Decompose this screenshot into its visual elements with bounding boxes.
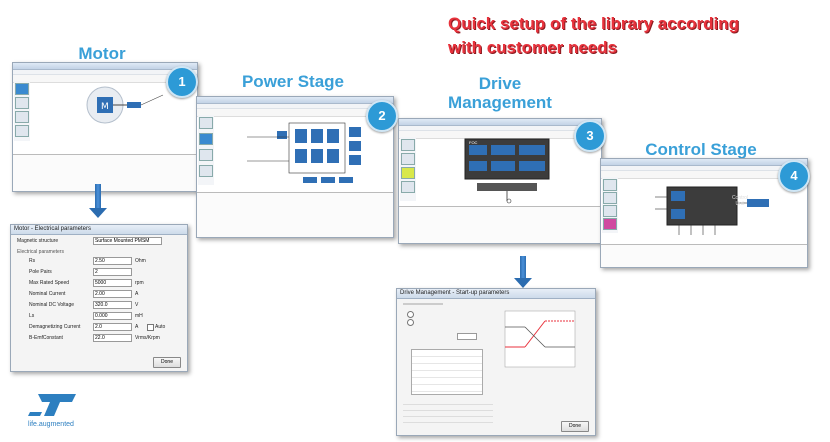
svg-text:M: M (101, 102, 109, 112)
drive-done-button[interactable]: Done (561, 421, 589, 432)
arrow-head-motor (89, 208, 107, 218)
param-label-demag-current: Demagnetizing Current (29, 324, 81, 330)
param-unit-demag-current: A (135, 324, 139, 330)
stage-title-drive-line1: Drive (478, 74, 522, 93)
stage-title-control-stage: Control Stage (645, 140, 757, 159)
stage-title-drive-management: Drive Management (440, 74, 560, 112)
startup-fields-area (403, 303, 483, 395)
power-stage-diagram (247, 122, 361, 183)
param-unit-rs: Ohm (135, 258, 146, 264)
step-badge-3: 3 (574, 120, 606, 152)
param-unit-dc-voltage: V (135, 302, 139, 308)
param-field-nominal-current[interactable]: 2.00 (93, 290, 132, 298)
startup-table[interactable] (411, 349, 483, 395)
control-properties-panel (601, 244, 807, 267)
control-power-icon[interactable] (603, 192, 617, 204)
param-label-pole-pairs: Pole Pairs (29, 269, 52, 275)
param-label-dc-voltage: Nominal DC Voltage (29, 302, 75, 308)
headline-line2: with customer needs (448, 38, 618, 57)
power-drive-icon[interactable] (199, 149, 213, 161)
drive-dialog-title: Drive Management - Start-up parameters (397, 289, 595, 299)
param-unit-max-speed: rpm (135, 280, 144, 286)
motor-diagram: M (86, 86, 164, 124)
control-drive-icon[interactable] (603, 205, 617, 217)
param-field-bemf[interactable]: 22.0 (93, 334, 132, 342)
param-field-pole-pairs[interactable]: 2 (93, 268, 132, 276)
electrical-parameters-label: Electrical parameters (17, 249, 64, 255)
param-label-rs: Rs (29, 258, 36, 264)
power-properties-panel (197, 192, 393, 237)
param-unit-nominal-current: A (135, 291, 139, 297)
drive-diagram (464, 138, 550, 204)
control-diagram (655, 186, 769, 235)
motor-side-panel (14, 81, 30, 141)
step-badge-1: 1 (166, 66, 198, 98)
auto-checkbox[interactable] (147, 324, 154, 331)
arrow-head-drive (514, 278, 532, 288)
motor-icon[interactable] (15, 83, 29, 95)
drive-management-window: FOC (398, 118, 602, 244)
control-unit-line2: Unit (735, 201, 745, 207)
control-unit-label: Control Unit (725, 195, 755, 207)
control-icon[interactable] (15, 125, 29, 137)
param-field-rs[interactable]: 2.50 (93, 257, 132, 265)
stage-title-drive-line2: Management (448, 93, 552, 112)
startup-radio-1[interactable] (407, 311, 414, 318)
motor-parameters-dialog: Motor - Electrical parameters Magnetic s… (10, 224, 188, 372)
drive-control-icon[interactable] (401, 181, 415, 193)
param-field-max-speed[interactable]: 5000 (93, 279, 132, 287)
startup-angle-field[interactable] (457, 333, 477, 340)
startup-profile-chart (504, 310, 576, 368)
param-label-bemf: B-EmfConstant (29, 335, 63, 341)
st-logo-icon (28, 394, 76, 416)
control-stage-icon[interactable] (603, 218, 617, 230)
st-tagline: life.augmented (28, 421, 74, 428)
st-logo: life.augmented (28, 392, 78, 428)
arrow-down-motor (95, 184, 101, 210)
magnetic-structure-label: Magnetic structure (17, 238, 59, 244)
drive-startup-dialog: Drive Management - Start-up parameters D… (396, 288, 596, 436)
motor-properties-panel (13, 154, 197, 191)
control-side-panel (602, 177, 618, 233)
stage-title-power-stage: Power Stage (241, 72, 345, 91)
drive-motor-icon[interactable] (401, 139, 415, 151)
headline-line1: Quick setup of the library according (448, 14, 739, 33)
param-label-max-speed: Max Rated Speed (29, 280, 70, 286)
param-field-demag-current[interactable]: 2.0 (93, 323, 132, 331)
drive-foc-label: FOC (469, 140, 478, 145)
motor-done-button[interactable]: Done (153, 357, 181, 368)
control-unit-line1: Control (731, 195, 749, 201)
magnetic-structure-select[interactable]: Surface Mounted PMSM (93, 237, 162, 245)
arrow-down-drive (520, 256, 526, 280)
power-motor-icon[interactable] (199, 117, 213, 129)
startup-extra-params (403, 399, 493, 423)
control-stage-window: Control Unit (600, 158, 808, 268)
param-label-nominal-current: Nominal Current (29, 291, 66, 297)
power-stage-icon[interactable] (199, 133, 213, 145)
drive-icon[interactable] (15, 111, 29, 123)
auto-label: Auto (155, 324, 166, 330)
power-icon[interactable] (15, 97, 29, 109)
drive-mgmt-icon[interactable] (401, 167, 415, 179)
param-field-ls[interactable]: 0.000 (93, 312, 132, 320)
param-field-dc-voltage[interactable]: 320.0 (93, 301, 132, 309)
motor-dialog-title: Motor - Electrical parameters (11, 225, 187, 235)
step-badge-2: 2 (366, 100, 398, 132)
power-stage-window (196, 96, 394, 238)
param-unit-bemf: Vrms/Krpm (135, 335, 160, 341)
step-badge-4: 4 (778, 160, 810, 192)
power-side-panel (198, 115, 214, 185)
stage-title-motor: Motor (78, 44, 126, 63)
param-label-ls: Ls (29, 313, 35, 319)
startup-radio-2[interactable] (407, 319, 414, 326)
drive-properties-panel (399, 206, 601, 243)
control-motor-icon[interactable] (603, 179, 617, 191)
headline: Quick setup of the library according wit… (448, 12, 808, 60)
drive-power-icon[interactable] (401, 153, 415, 165)
param-unit-ls: mH (135, 313, 143, 319)
power-control-icon[interactable] (199, 165, 213, 177)
drive-side-panel (400, 137, 416, 201)
